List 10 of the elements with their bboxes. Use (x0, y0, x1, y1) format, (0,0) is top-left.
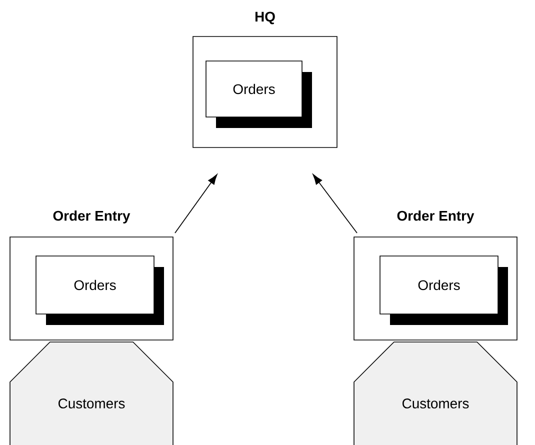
node-label: Order Entry (53, 210, 130, 224)
node-label: Order Entry (397, 210, 474, 224)
node-label: HQ (255, 12, 275, 24)
arrow (312, 174, 358, 234)
chamfered-box: Customers (10, 342, 174, 445)
shadowed-box: Orders (380, 256, 508, 325)
arrow (174, 174, 218, 234)
shadowed-box: Orders (36, 256, 164, 325)
shadowed-box: Orders (206, 60, 312, 128)
chamfered-box: Customers (354, 342, 518, 445)
